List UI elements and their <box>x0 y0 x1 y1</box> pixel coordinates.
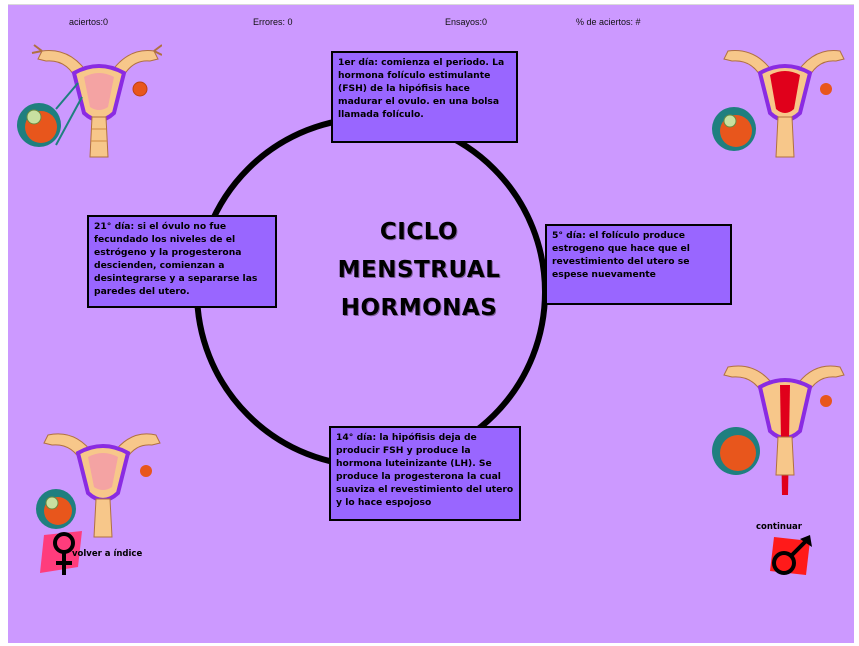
note-day-21[interactable]: 21° día: si el óvulo no fue fecundado lo… <box>87 215 277 308</box>
continue-button[interactable] <box>766 533 816 579</box>
back-to-index-button[interactable] <box>38 529 88 579</box>
note-day-14[interactable]: 14° día: la hipófisis deja de producir F… <box>329 426 521 521</box>
porcentaje-aciertos: % de aciertos: # <box>576 17 641 27</box>
ensayos-counter: Ensayos:0 <box>445 17 488 27</box>
female-symbol-icon <box>40 531 82 575</box>
note-day-1[interactable]: 1er día: comienza el periodo. La hormona… <box>331 51 518 143</box>
note-day-5[interactable]: 5° día: el folículo produce estrogeno qu… <box>545 224 732 305</box>
uterus-ovary-diagram-icon <box>712 50 845 158</box>
uterus-ovary-diagram-icon <box>36 433 161 538</box>
uterus-ovary-diagram-icon <box>17 44 162 158</box>
activity-stage: aciertos:0 Errores: 0 Ensayos:0 % de aci… <box>8 4 854 643</box>
errores-counter: Errores: 0 <box>253 17 293 27</box>
title-line: CICLO <box>379 219 459 245</box>
cycle-title: CICLO MENSTRUAL HORMONAS <box>308 213 530 327</box>
back-to-index-label[interactable]: volver a índice <box>72 549 143 559</box>
title-line: HORMONAS <box>340 295 498 321</box>
continue-label[interactable]: continuar <box>756 522 802 532</box>
aciertos-counter: aciertos:0 <box>69 17 109 27</box>
uterus-ovary-diagram-icon <box>712 365 845 495</box>
male-symbol-icon <box>770 535 812 575</box>
title-line: MENSTRUAL <box>337 257 501 283</box>
